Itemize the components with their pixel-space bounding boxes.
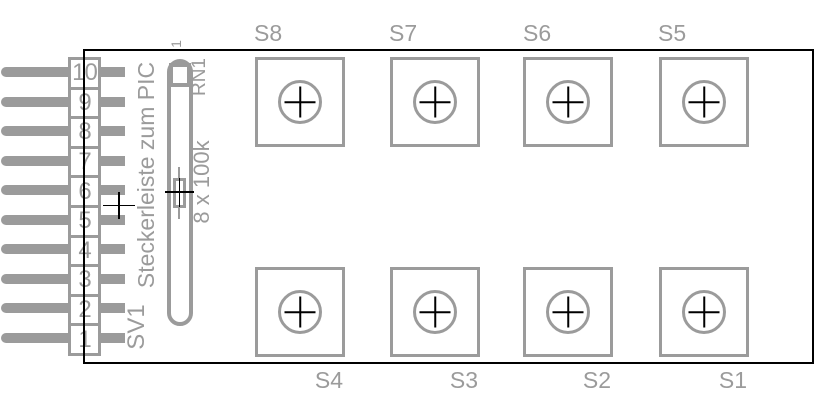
board-outline [83, 49, 814, 364]
sv1-pin-stub-7 [101, 155, 125, 166]
switch-origin-cross [434, 86, 436, 118]
sv1-pin-lead-2 [1, 303, 68, 313]
sv1-pin-lead-9 [1, 96, 68, 107]
switch-button-circle [682, 80, 726, 124]
switch-s5 [659, 57, 749, 147]
rn1-pin1-label: 1 [168, 40, 184, 48]
switch-s7 [390, 57, 480, 147]
switch-s6 [523, 57, 613, 147]
switch-origin-cross [703, 86, 705, 118]
switch-button-circle [413, 80, 457, 124]
sv1-designator-label: SV1 [123, 304, 150, 350]
sv1-origin-cross [118, 192, 120, 219]
switch-label-s3: S3 [449, 367, 478, 393]
rn1-resistor-lead-top [177, 167, 181, 178]
connector-function-label: Steckerleiste zum PIC [133, 61, 159, 289]
switch-label-s1: S1 [718, 367, 747, 393]
switch-button-circle [682, 290, 726, 334]
sv1-pin-lead-8 [1, 126, 68, 136]
sv1-pin-lead-6 [1, 185, 68, 195]
switch-label-s8: S8 [254, 20, 283, 46]
switch-s2 [523, 267, 613, 357]
rn1-pin1-marker [169, 63, 191, 87]
sv1-pin-stub-4 [101, 244, 125, 254]
sv1-pin-lead-10 [1, 67, 68, 77]
rn1-designator-label: RN1 [189, 58, 210, 97]
switch-label-s7: S7 [389, 20, 418, 46]
switch-button-circle [546, 290, 590, 334]
sv1-pin-stub-3 [101, 273, 125, 284]
sv1-pin-stub-1 [101, 332, 125, 343]
switch-origin-cross [703, 296, 705, 328]
sv1-pin-lead-4 [1, 244, 68, 254]
sv1-pin-stub-8 [101, 126, 125, 136]
switch-s4 [255, 267, 345, 357]
switch-origin-cross [299, 86, 301, 118]
rn1-value-label: 8 x 100k [189, 140, 214, 224]
sv1-pin-stub-9 [101, 96, 125, 107]
sv1-pin-stub-10 [101, 67, 125, 77]
rn1-resistor-lead-bottom [177, 208, 181, 219]
switch-label-s6: S6 [523, 20, 552, 46]
sv1-pin-stub-2 [101, 303, 125, 313]
switch-s8 [255, 57, 345, 147]
switch-button-circle [278, 290, 322, 334]
switch-label-s4: S4 [314, 367, 343, 393]
switch-origin-cross [567, 296, 569, 328]
switch-origin-cross [567, 86, 569, 118]
rn1-origin-cross [178, 177, 181, 207]
switch-label-s2: S2 [582, 367, 611, 393]
switch-s3 [390, 267, 480, 357]
switch-button-circle [413, 290, 457, 334]
sv1-pin-lead-5 [1, 214, 68, 225]
switch-origin-cross [434, 296, 436, 328]
sv1-pin-lead-7 [1, 155, 68, 166]
sv1-pin-lead-1 [1, 332, 68, 343]
switch-origin-cross [299, 296, 301, 328]
sv1-pin-lead-3 [1, 273, 68, 284]
switch-label-s5: S5 [658, 20, 687, 46]
switch-s1 [659, 267, 749, 357]
switch-button-circle [278, 80, 322, 124]
sv1-pin-stub-5 [101, 214, 125, 225]
switch-button-circle [546, 80, 590, 124]
sv1-pin-stub-6 [101, 185, 125, 195]
